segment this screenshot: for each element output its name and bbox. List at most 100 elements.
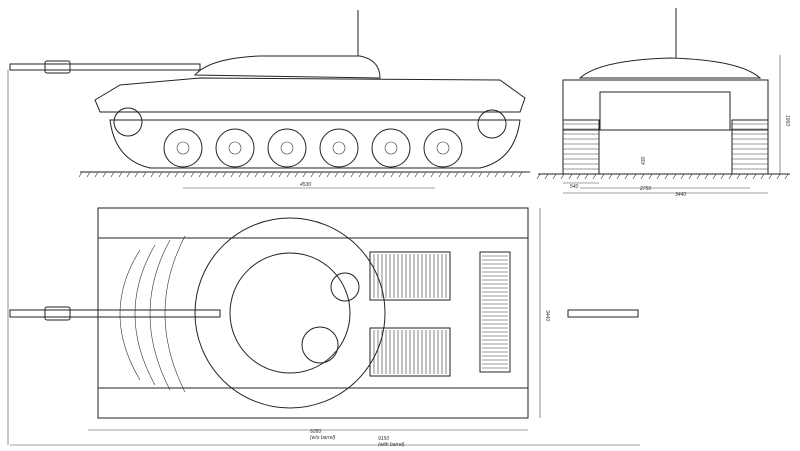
ground-hatch [422, 171, 427, 178]
ground-hatch [126, 171, 131, 178]
ground-hatch [302, 171, 307, 178]
ground-hatch [294, 171, 299, 178]
ground-hatch [110, 171, 115, 178]
right-track-top [97, 387, 529, 419]
gun-barrel [9, 63, 201, 71]
ground-hatch [584, 173, 589, 180]
drive-sprocket [113, 107, 143, 137]
ground-hatch [776, 173, 781, 180]
ground-hatch [736, 173, 741, 180]
ground-hatch [478, 171, 483, 178]
turret [193, 55, 381, 79]
ground-hatch [390, 171, 395, 178]
muzzle-evacuator [44, 60, 71, 74]
gun-barrel-top [9, 309, 221, 318]
road-wheel [163, 128, 203, 168]
dim-hull-length-note: (w/o barrel) [310, 435, 336, 441]
ground-hatch [688, 173, 693, 180]
ground-hatch [374, 171, 379, 178]
ground-hatch [430, 171, 435, 178]
ground-hatch [502, 171, 507, 178]
ground-hatch [334, 171, 339, 178]
road-wheel [319, 128, 359, 168]
ground-hatch [518, 171, 523, 178]
engine-grille-right [369, 327, 451, 377]
turret-inner [229, 252, 351, 374]
wheel-hub [436, 141, 450, 155]
ground-hatch [342, 171, 347, 178]
ground-hatch [624, 173, 629, 180]
ground-hatch [366, 171, 371, 178]
front-turret [578, 57, 762, 79]
ground-hatch [744, 173, 749, 180]
road-wheel [423, 128, 463, 168]
ground-hatch [86, 171, 91, 178]
ground-hatch [470, 171, 475, 178]
ground-hatch [486, 171, 491, 178]
ground-hatch [246, 171, 251, 178]
ground-hatch [142, 171, 147, 178]
top-view: 3440 6050 (w/o barrel) 9150 (with barrel… [7, 70, 640, 448]
dim-track-width: 540 [570, 184, 579, 190]
ground-hatch [174, 171, 179, 178]
hull [94, 77, 526, 113]
ground-hatch [760, 173, 765, 180]
ground-hatch [640, 173, 645, 180]
dim-hull-width: 3440 [544, 310, 550, 321]
road-wheels [113, 107, 507, 168]
ground-hatch [632, 173, 637, 180]
wheel-hub [384, 141, 398, 155]
ground-hatch [406, 171, 411, 178]
dim-height: 1950 [784, 115, 790, 126]
commander-cupola [330, 272, 360, 302]
ground-hatch [94, 171, 99, 178]
ground-hatch [446, 171, 451, 178]
road-wheel [371, 128, 411, 168]
dim-track-length: 4530 [300, 182, 311, 188]
ground-hatch [206, 171, 211, 178]
ground-hatch [326, 171, 331, 178]
ground-hatch [494, 171, 499, 178]
dim-hull-length: 6050 [310, 429, 321, 435]
ground-hatching [78, 171, 789, 180]
ground-hatch [398, 171, 403, 178]
rear-grille [479, 251, 511, 373]
front-view: 540 2750 3440 430 1950 [538, 8, 790, 198]
ground-hatch [102, 171, 107, 178]
ground-hatch [560, 173, 565, 180]
ground-hatch [752, 173, 757, 180]
ground-hatch [158, 171, 163, 178]
turret-armor-lines [119, 235, 186, 393]
ground-hatch [182, 171, 187, 178]
left-track-top [97, 207, 529, 239]
ground-hatch [696, 173, 701, 180]
ground-hatch [262, 171, 267, 178]
ground-hatch [254, 171, 259, 178]
ground-hatch [134, 171, 139, 178]
ground-hatch [350, 171, 355, 178]
ground-hatch [552, 173, 557, 180]
ground-hatch [656, 173, 661, 180]
ground-hatch [608, 173, 613, 180]
dim-width: 3440 [675, 192, 686, 198]
ground-hatch [544, 173, 549, 180]
ground-hatch [198, 171, 203, 178]
ground-hatch [768, 173, 773, 180]
ground-hatch [536, 173, 541, 180]
ground-hatch [576, 173, 581, 180]
ground-hatch [214, 171, 219, 178]
ground-hatch [672, 173, 677, 180]
ground-hatch [318, 171, 323, 178]
left-track [562, 119, 600, 175]
side-view: 4530 [9, 10, 789, 189]
ground-hatch [704, 173, 709, 180]
ground-hatch [150, 171, 155, 178]
ground-hatch [568, 173, 573, 180]
ground-hatch [510, 171, 515, 178]
ground-hatch [648, 173, 653, 180]
ground-hatch [166, 171, 171, 178]
front-glacis [599, 91, 731, 131]
ground-hatch [78, 171, 83, 178]
ground-hatch [382, 171, 387, 178]
